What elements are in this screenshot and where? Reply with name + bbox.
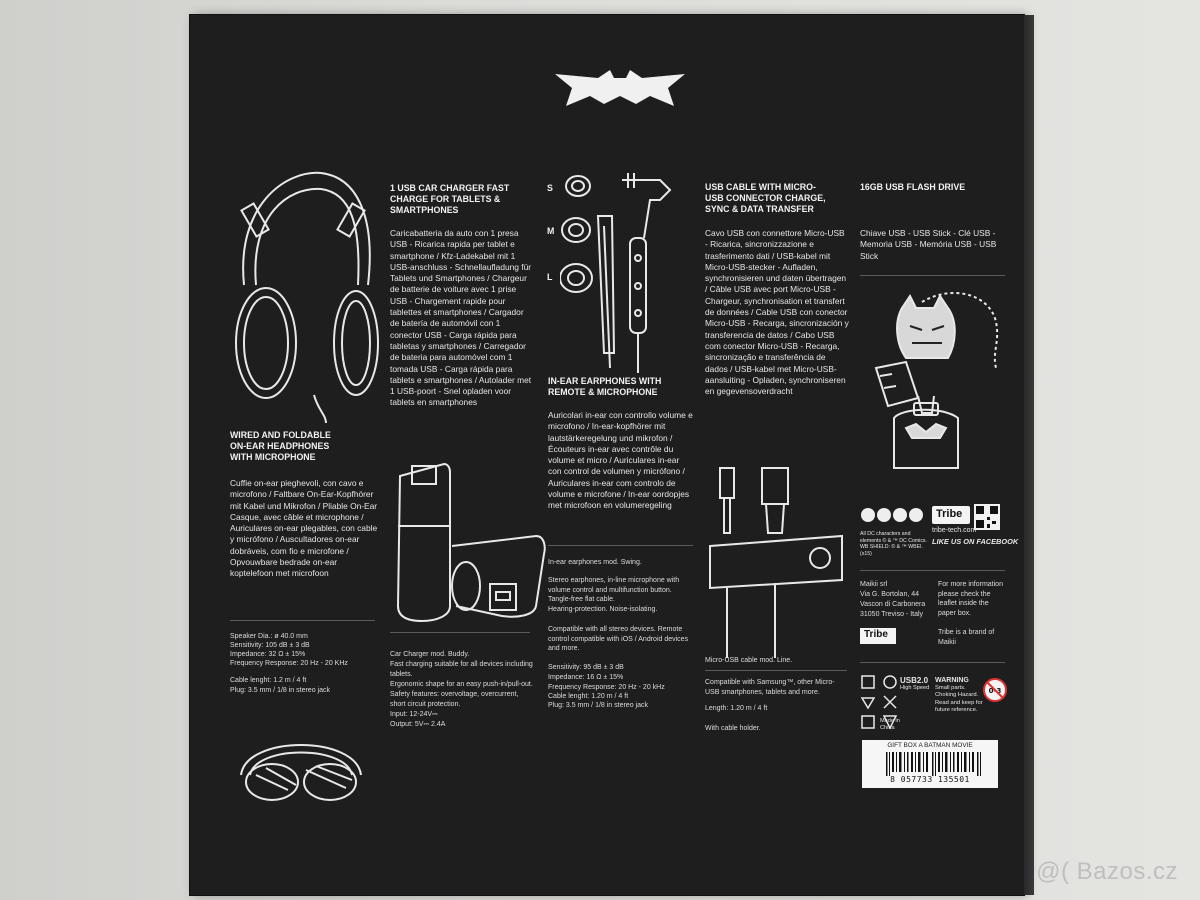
divider: [860, 662, 1005, 663]
brand-note: Tribe is a brand of Maikii: [938, 629, 995, 646]
tribe-website: tribe-tech.com: [932, 527, 977, 534]
license-logos-icon: [860, 505, 930, 535]
flash-description: Chiave USB - USB Stick - Clé USB - Memor…: [860, 228, 997, 261]
certification-icons: [860, 674, 910, 734]
divider: [390, 632, 530, 633]
earphones-description: Auricolari in-ear con controllo volume e…: [548, 410, 693, 511]
info-note: For more information please check the le…: [938, 581, 1003, 617]
divider: [860, 570, 1005, 571]
car-charger-illustration: [386, 456, 551, 626]
product-name: GIFT BOX A BATMAN MOVIE: [887, 742, 973, 749]
cable-spec: With cable holder.: [705, 725, 761, 732]
cable-spec: Length: 1.20 m / 4 ft: [705, 705, 768, 712]
headphones-spec: Cable lenght: 1.2 m / 4 ft: [230, 677, 307, 684]
earphone-size-label: L: [547, 272, 553, 282]
earphones-spec: Sensitivity: 95 dB ± 3 dB: [548, 664, 624, 671]
headphones-description: Cuffie on-ear pieghevoli, con cavo e mic…: [230, 478, 378, 579]
charger-title: 1 USB CAR CHARGER FAST CHARGE FOR TABLET…: [390, 183, 510, 215]
charger-spec: Ergonomic shape for an easy push-in/pull…: [390, 681, 533, 688]
headphones-illustration: [226, 165, 386, 425]
earphones-spec: In-ear earphones mod. Swing.: [548, 559, 642, 566]
earphones-title: IN-EAR EARPHONES WITH REMOTE & MICROPHON…: [548, 376, 662, 397]
earphones-spec: Cable lenght: 1.20 m / 4 ft: [548, 693, 629, 700]
headphones-spec: Sensitivity: 105 dB ± 3 dB: [230, 642, 310, 649]
batman-flash-drive-illustration: [862, 288, 1012, 488]
earphones-spec: Hearing-protection. Noise-isolating.: [548, 606, 658, 613]
barcode-icon: [886, 752, 986, 776]
divider: [860, 275, 1005, 276]
company-address: 31050 Treviso - Italy: [860, 611, 924, 618]
divider: [230, 620, 375, 621]
watermark: @( Bazos.cz: [1036, 858, 1178, 885]
cable-spec: Compatible with Samsung™, other Micro-US…: [705, 679, 835, 696]
cable-spec: Micro-USB cable mod. Line.: [705, 657, 793, 664]
flash-title: 16GB USB FLASH DRIVE: [860, 182, 966, 192]
charger-spec: Safety features: overvoltage, overcurren…: [390, 691, 519, 708]
company-address: Maikii srl: [860, 581, 888, 588]
headphones-spec: Frequency Response: 20 Hz - 20 KHz: [230, 660, 348, 667]
made-in-label: Made in China: [880, 718, 900, 731]
tribe-logo: Tribe: [860, 628, 896, 644]
tribe-logo: Tribe: [932, 506, 970, 524]
usb-speed: High Speed: [900, 685, 930, 691]
earphone-size-label: S: [547, 183, 553, 193]
charger-spec: Output: 5V⎓ 2.4A: [390, 721, 446, 728]
age-warning-icon: 0-3: [982, 677, 1008, 703]
qr-code-icon: [974, 504, 1000, 530]
earphones-spec: Compatible with all stereo devices. Remo…: [548, 626, 689, 653]
cable-title: USB CABLE WITH MICRO-USB CONNECTOR CHARG…: [705, 182, 826, 214]
folded-headphones-illustration: [236, 730, 366, 805]
usb-badge: USB2.0: [900, 676, 929, 685]
barcode-number: 8 057733 135501: [890, 775, 970, 784]
earphones-spec: Plug: 3.5 mm / 1/8 in stereo jack: [548, 702, 648, 709]
earphones-spec: Frequency Response: 20 Hz - 20 kHz: [548, 684, 665, 691]
warning-title: WARNING: [935, 677, 969, 684]
divider: [548, 545, 693, 546]
company-address: Vascon di Carbonera: [860, 601, 926, 608]
usb-cable-illustration: [708, 458, 848, 663]
facebook-link: LIKE US ON FACEBOOK: [932, 537, 1019, 546]
charger-spec: Input: 12-24V⎓: [390, 711, 438, 718]
warning-body: Small parts. Choking Hazard. Read and ke…: [935, 685, 983, 714]
box-side-edge: [1024, 15, 1034, 895]
barcode-label: GIFT BOX A BATMAN MOVIE 8 057733 135501: [862, 740, 998, 788]
headphones-spec: Impedance: 32 Ω ± 15%: [230, 651, 306, 658]
earphones-illustration: [560, 168, 680, 373]
legal-text: All DC characters and elements © & ™ DC …: [860, 531, 927, 557]
earphones-spec: Impedance: 16 Ω ± 15%: [548, 674, 624, 681]
charger-spec: Car Charger mod. Buddy.: [390, 651, 470, 658]
batman-logo-icon: [550, 68, 690, 108]
earphone-size-label: M: [547, 226, 555, 236]
headphones-title: WIRED AND FOLDABLE ON-EAR HEADPHONES WIT…: [230, 430, 331, 462]
headphones-spec: Plug: 3.5 mm / 1/8 in stereo jack: [230, 687, 330, 694]
headphones-spec: Speaker Dia.: ø 40.0 mm: [230, 633, 308, 640]
company-address: Via G. Bortolan, 44: [860, 591, 920, 598]
charger-description: Caricabatteria da auto con 1 presa USB -…: [390, 228, 532, 408]
divider: [705, 670, 847, 671]
cable-description: Cavo USB con connettore Micro-USB - Rica…: [705, 228, 849, 397]
earphones-spec: Stereo earphones, in-line microphone wit…: [548, 577, 680, 604]
charger-spec: Fast charging suitable for all devices i…: [390, 661, 533, 678]
